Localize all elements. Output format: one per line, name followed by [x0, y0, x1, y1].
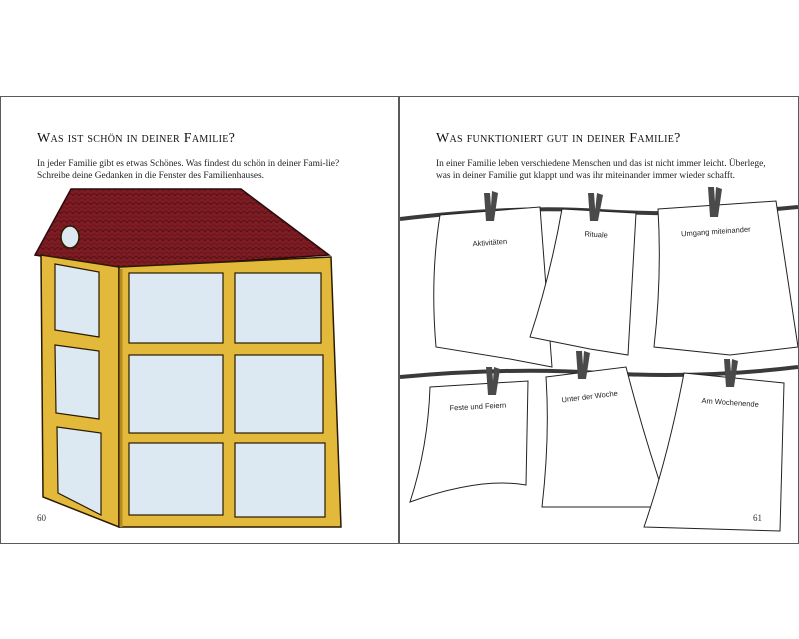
paper-rituals	[529, 208, 637, 356]
right-page-intro: In einer Familie leben verschiedene Mens…	[436, 159, 766, 181]
right-page-heading: Was funktioniert gut in deiner Familie?	[436, 131, 681, 146]
roof-attic-window	[60, 225, 80, 249]
window-front-5	[128, 442, 224, 516]
window-front-6	[234, 442, 326, 518]
paper-weekdays	[541, 366, 669, 508]
right-page: Was funktioniert gut in deiner Familie? …	[400, 97, 798, 543]
left-page-heading: Was ist schön in deiner Familie?	[37, 131, 236, 146]
family-house-illustration	[33, 188, 342, 529]
paper-activities	[433, 206, 553, 368]
window-side-1	[54, 263, 100, 338]
paper-weekend	[643, 372, 785, 532]
window-side-3	[56, 426, 102, 516]
paper-celebrations	[409, 380, 529, 503]
paper-label-weekend: Am Wochenende	[701, 396, 759, 409]
paper-label-activities: Aktivitäten	[472, 237, 507, 248]
spread-gutter	[398, 96, 400, 544]
clothesline-illustration: Aktivitäten Rituale Umgang miteinander F…	[400, 187, 798, 532]
window-side-2	[54, 344, 100, 420]
paper-label-rituals: Rituale	[584, 229, 608, 239]
window-front-2	[234, 272, 322, 344]
paper-label-celebrations: Feste und Feiern	[449, 401, 506, 413]
window-front-3	[128, 354, 224, 434]
left-page: Was ist schön in deiner Familie? In jede…	[1, 97, 398, 543]
window-front-4	[234, 354, 324, 434]
clothespin-icon	[484, 187, 738, 395]
spread-left-border	[0, 96, 1, 544]
paper-interaction	[653, 200, 798, 356]
right-page-number: 61	[753, 513, 762, 523]
window-front-1	[128, 272, 224, 344]
house-roof	[33, 188, 332, 270]
left-page-number: 60	[37, 513, 46, 523]
left-page-intro: In jeder Familie gibt es etwas Schönes. …	[37, 159, 340, 181]
